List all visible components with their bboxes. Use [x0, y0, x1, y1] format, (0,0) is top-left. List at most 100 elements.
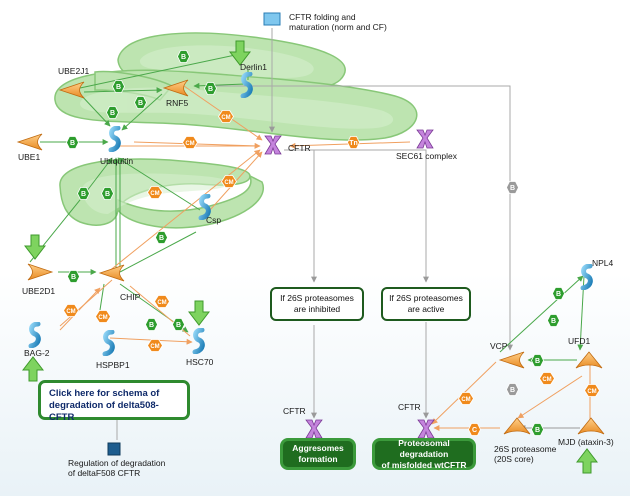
- badge-text: C: [471, 427, 476, 434]
- covalent-modification-badge[interactable]: CM: [539, 371, 555, 385]
- binding-badge[interactable]: B: [546, 313, 560, 327]
- covalent-modification-badge[interactable]: CM: [95, 309, 111, 323]
- badge-text: B: [70, 274, 75, 281]
- binding-badge[interactable]: B: [66, 269, 80, 283]
- binding-badge[interactable]: B: [203, 81, 217, 95]
- badge-text: B: [555, 291, 560, 298]
- derlin1-label: Derlin1: [240, 62, 267, 72]
- badge-text: B: [69, 140, 74, 147]
- binding-badge[interactable]: B: [100, 186, 114, 200]
- badge-text: B: [158, 235, 163, 242]
- ube1-label: UBE1: [18, 152, 41, 162]
- badge-text: B: [115, 84, 120, 91]
- npl4-protein-icon[interactable]: [578, 264, 596, 290]
- cleavage-badge[interactable]: C: [467, 422, 481, 436]
- covalent-modification-badge[interactable]: CM: [154, 294, 170, 308]
- ubiquitin-label: Ubiquitin: [100, 156, 134, 166]
- sec61-receptor-icon[interactable]: [414, 128, 436, 150]
- binding-badge[interactable]: B: [65, 135, 79, 149]
- cftr-folding-label[interactable]: CFTR folding and maturation (norm and CF…: [289, 12, 387, 32]
- covalent-modification-badge[interactable]: CM: [221, 174, 237, 188]
- badge-text: B: [534, 358, 539, 365]
- badge-text: CM: [224, 180, 233, 186]
- covalent-modification-badge[interactable]: CM: [584, 383, 600, 397]
- regulation-label[interactable]: Regulation of degradation of deltaF508 C…: [68, 458, 166, 478]
- bag2-protein-icon[interactable]: [26, 322, 44, 348]
- neutral-badge[interactable]: B: [505, 382, 519, 396]
- hsc70-label: HSC70: [186, 357, 214, 367]
- badge-text: B: [104, 191, 109, 198]
- chip-label: CHIP: [120, 292, 141, 302]
- csp-protein-icon[interactable]: [196, 194, 214, 220]
- ube1-enzyme-icon[interactable]: [14, 132, 44, 152]
- binding-badge[interactable]: B: [111, 79, 125, 93]
- badge-text: Tn: [349, 140, 358, 147]
- proteasome-active-box: If 26S proteasomes are active: [381, 287, 471, 321]
- binding-badge[interactable]: B: [76, 186, 90, 200]
- badge-text: B: [509, 185, 514, 192]
- cftr-receptor-icon[interactable]: [262, 134, 284, 156]
- rnf5-enzyme-icon[interactable]: [160, 78, 190, 98]
- covalent-modification-badge[interactable]: CM: [218, 109, 234, 123]
- vcp-enzyme-icon[interactable]: [496, 350, 526, 370]
- cftr-right-label: CFTR: [398, 402, 421, 412]
- covalent-modification-badge[interactable]: CM: [458, 391, 474, 405]
- badge-text: B: [148, 322, 153, 329]
- transport-lines: [116, 28, 513, 440]
- vcp-label: VCP: [490, 341, 508, 351]
- green-up-arrow-icon: [22, 356, 44, 382]
- chip-enzyme-icon[interactable]: [96, 263, 126, 283]
- binding-badge[interactable]: B: [105, 105, 119, 119]
- covalent-modification-badge[interactable]: CM: [63, 303, 79, 317]
- proteasome-label: 26S proteasome (20S core): [494, 444, 557, 464]
- badge-text: CM: [66, 309, 75, 315]
- hspbp1-protein-icon[interactable]: [100, 330, 118, 356]
- binding-badge[interactable]: B: [171, 317, 185, 331]
- badge-text: B: [550, 318, 555, 325]
- ufd1-enzyme-icon[interactable]: [574, 348, 604, 372]
- covalent-modification-badge[interactable]: CM: [147, 338, 163, 352]
- proteasome-inhibited-box: If 26S proteasomes are inhibited: [270, 287, 364, 321]
- binding-badge[interactable]: B: [530, 422, 544, 436]
- binding-badge[interactable]: B: [133, 95, 147, 109]
- covalent-modification-badge[interactable]: CM: [147, 185, 163, 199]
- ube2j1-enzyme-icon[interactable]: [56, 80, 86, 100]
- badge-text: B: [175, 322, 180, 329]
- rnf5-label: RNF5: [166, 98, 189, 108]
- badge-text: CM: [157, 300, 166, 306]
- mjd-enzyme-icon[interactable]: [576, 414, 606, 438]
- ufd1-label: UFD1: [568, 336, 591, 346]
- ube2d1-enzyme-icon[interactable]: [26, 262, 56, 282]
- proteasome-enzyme-icon[interactable]: [502, 414, 532, 438]
- npl4-label: NPL4: [592, 258, 614, 268]
- derlin1-protein-icon[interactable]: [238, 72, 256, 98]
- transport-badge[interactable]: Tn: [346, 135, 360, 149]
- neutral-badge[interactable]: B: [505, 180, 519, 194]
- binding-badge[interactable]: B: [176, 49, 190, 63]
- mjd-label: MJD (ataxin-3): [558, 437, 614, 447]
- cftr-aggresome-receptor-icon[interactable]: [303, 418, 325, 440]
- binding-badge[interactable]: B: [154, 230, 168, 244]
- badge-text: CM: [542, 377, 551, 383]
- badge-text: B: [180, 54, 185, 61]
- sec61-label: SEC61 complex: [396, 151, 457, 161]
- proteosomal-degradation-outcome[interactable]: Proteosomal degradation of misfolded wtC…: [372, 438, 476, 470]
- green-down-arrow-icon: [229, 40, 251, 66]
- badge-text: CM: [221, 115, 230, 121]
- binding-badge[interactable]: B: [144, 317, 158, 331]
- binding-badge[interactable]: B: [551, 286, 565, 300]
- badge-text: B: [207, 86, 212, 93]
- aggresomes-formation-outcome[interactable]: Aggresomes formation: [280, 438, 356, 470]
- green-up-arrow-icon: [576, 448, 598, 474]
- binding-badge[interactable]: B: [530, 353, 544, 367]
- badge-text: CM: [150, 191, 159, 197]
- process-square-icon[interactable]: [263, 12, 281, 26]
- process-square-icon[interactable]: [107, 442, 121, 456]
- covalent-modification-badge[interactable]: CM: [182, 135, 198, 149]
- badge-text: CM: [98, 315, 107, 321]
- badge-text: CM: [587, 389, 596, 395]
- ubiquitin-protein-icon[interactable]: [106, 126, 124, 152]
- schema-link-button[interactable]: Click here for schema of degradation of …: [38, 380, 190, 423]
- badge-text: B: [509, 387, 514, 394]
- hsc70-protein-icon[interactable]: [190, 328, 208, 354]
